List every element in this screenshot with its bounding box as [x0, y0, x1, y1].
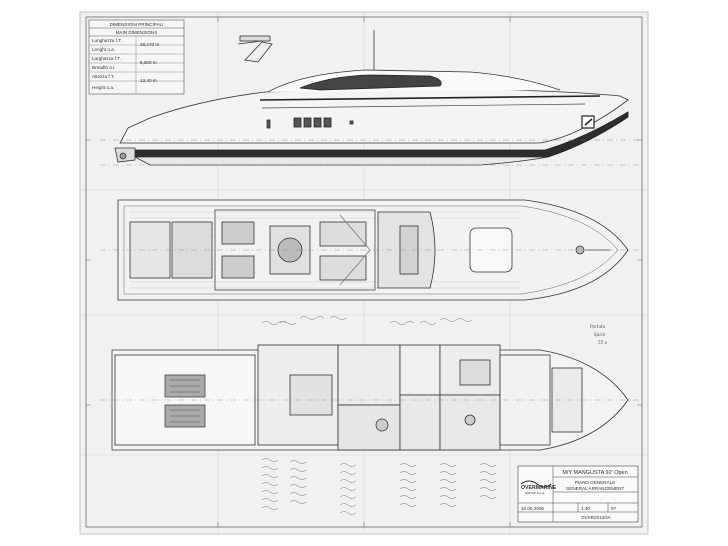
dimension-label: Lenght o.a.: [92, 47, 115, 52]
dimension-value: 28,270 m: [140, 42, 159, 47]
main-dimensions-table: DIMENSIONI PRINCIPALI MAIN DIMENSIONS Lu…: [88, 19, 185, 95]
handwritten-note-line2: Spice: [594, 332, 606, 337]
vessel-name: M/Y MANGUSTA 92' Open: [562, 470, 627, 476]
brand-name: OVERMARINE: [521, 485, 557, 491]
brand-logo-icon: [520, 480, 552, 488]
dimension-value: 6,600 m: [140, 60, 157, 65]
handwritten-note-line1: Portata: [590, 324, 606, 329]
dimension-label: Larghezza f.T.: [92, 56, 121, 61]
side-profile-view: [100, 30, 640, 166]
dimension-label: Lunghezza f.T.: [92, 38, 122, 43]
dimension-label: Height o.a.: [92, 85, 114, 90]
dimension-value: 13,40 m: [140, 78, 157, 83]
border-ticks: [86, 17, 642, 527]
main-deck-plan: [100, 199, 640, 301]
dimension-label: Breadth o.l.: [92, 65, 116, 70]
drawing-number: OVSR2012DA: [581, 515, 612, 520]
dimension-label: Altezza f.T.: [92, 74, 114, 79]
drawing-title-en: GENERAL ARRANGEMENT: [566, 486, 625, 491]
handwritten-note-line3: 55 o: [598, 340, 608, 345]
dimensions-title-it: DIMENSIONI PRINCIPALI: [110, 22, 164, 27]
drawing-title-it: PIANO GENERALE: [575, 480, 616, 485]
handwritten-annotations: [261, 316, 497, 515]
dimensions-title-en: MAIN DIMENSIONS: [116, 30, 158, 35]
sheet-number: 07: [611, 506, 617, 511]
brand-subtitle: GROUP S.p.A.: [525, 491, 545, 495]
drawing-scale: 1:40: [581, 506, 590, 511]
lower-deck-plan: [100, 344, 640, 451]
drawing-date: 10.05.2005: [521, 506, 544, 511]
title-block: OVERMARINE GROUP S.p.A. M/Y MANGUSTA 92'…: [517, 465, 639, 523]
